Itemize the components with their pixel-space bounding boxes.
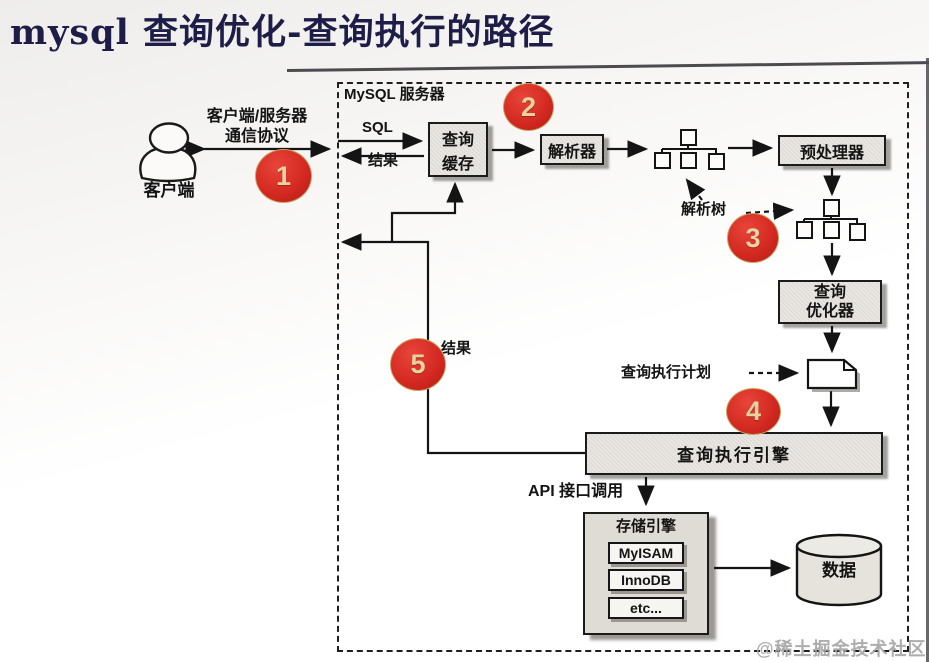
step-badge-2: 2 xyxy=(503,83,554,131)
query-cache-box: 查询 缓存 xyxy=(428,122,488,177)
page-title: mysql 查询优化-查询执行的路径 xyxy=(10,12,555,53)
optimizer-box: 查询 优化器 xyxy=(778,280,882,324)
header-divider xyxy=(286,61,929,72)
protocol-line1: 客户端/服务器 xyxy=(206,108,308,125)
query-cache-line1: 查询 xyxy=(441,131,474,149)
watermark: @稀土掘金技术社区 xyxy=(756,639,927,659)
data-store-label: 数据 xyxy=(822,561,856,580)
storage-engine-box: 存储引擎 MyISAM InnoDB etc... xyxy=(583,512,709,635)
protocol-line2: 通信协议 xyxy=(224,128,289,145)
query-plan-label: 查询执行计划 xyxy=(621,364,712,381)
api-call-label: API 接口调用 xyxy=(528,483,624,500)
client-person-icon xyxy=(139,122,197,183)
step-badge-4: 4 xyxy=(726,388,781,435)
result-mid-label: 结果 xyxy=(441,340,472,357)
mysql-server-boundary xyxy=(337,82,909,652)
parser-box: 解析器 xyxy=(540,134,604,165)
storage-engine-label: 存储引擎 xyxy=(615,518,676,535)
protocol-label: 客户端/服务器 通信协议 xyxy=(196,107,318,147)
engine-innodb: InnoDB xyxy=(608,568,684,591)
parse-tree-label: 解析树 xyxy=(681,201,727,218)
engine-myisam: MyISAM xyxy=(608,541,684,564)
mysql-server-label: MySQL 服务器 xyxy=(344,86,445,103)
client-label: 客户端 xyxy=(143,181,195,200)
sql-label: SQL xyxy=(362,119,393,136)
result-to-client-label: 结果 xyxy=(368,152,399,169)
optimizer-line2: 优化器 xyxy=(805,303,854,320)
query-cache-line2: 缓存 xyxy=(441,155,474,173)
step-badge-1: 1 xyxy=(255,149,312,203)
step-badge-5: 5 xyxy=(390,338,446,391)
right-edge-border xyxy=(926,58,929,662)
execution-engine-box: 查询执行引擎 xyxy=(585,432,883,475)
step-badge-3: 3 xyxy=(727,213,779,263)
preprocessor-box: 预处理器 xyxy=(778,135,886,166)
engine-etc: etc... xyxy=(608,596,684,619)
optimizer-line1: 查询 xyxy=(813,283,846,301)
